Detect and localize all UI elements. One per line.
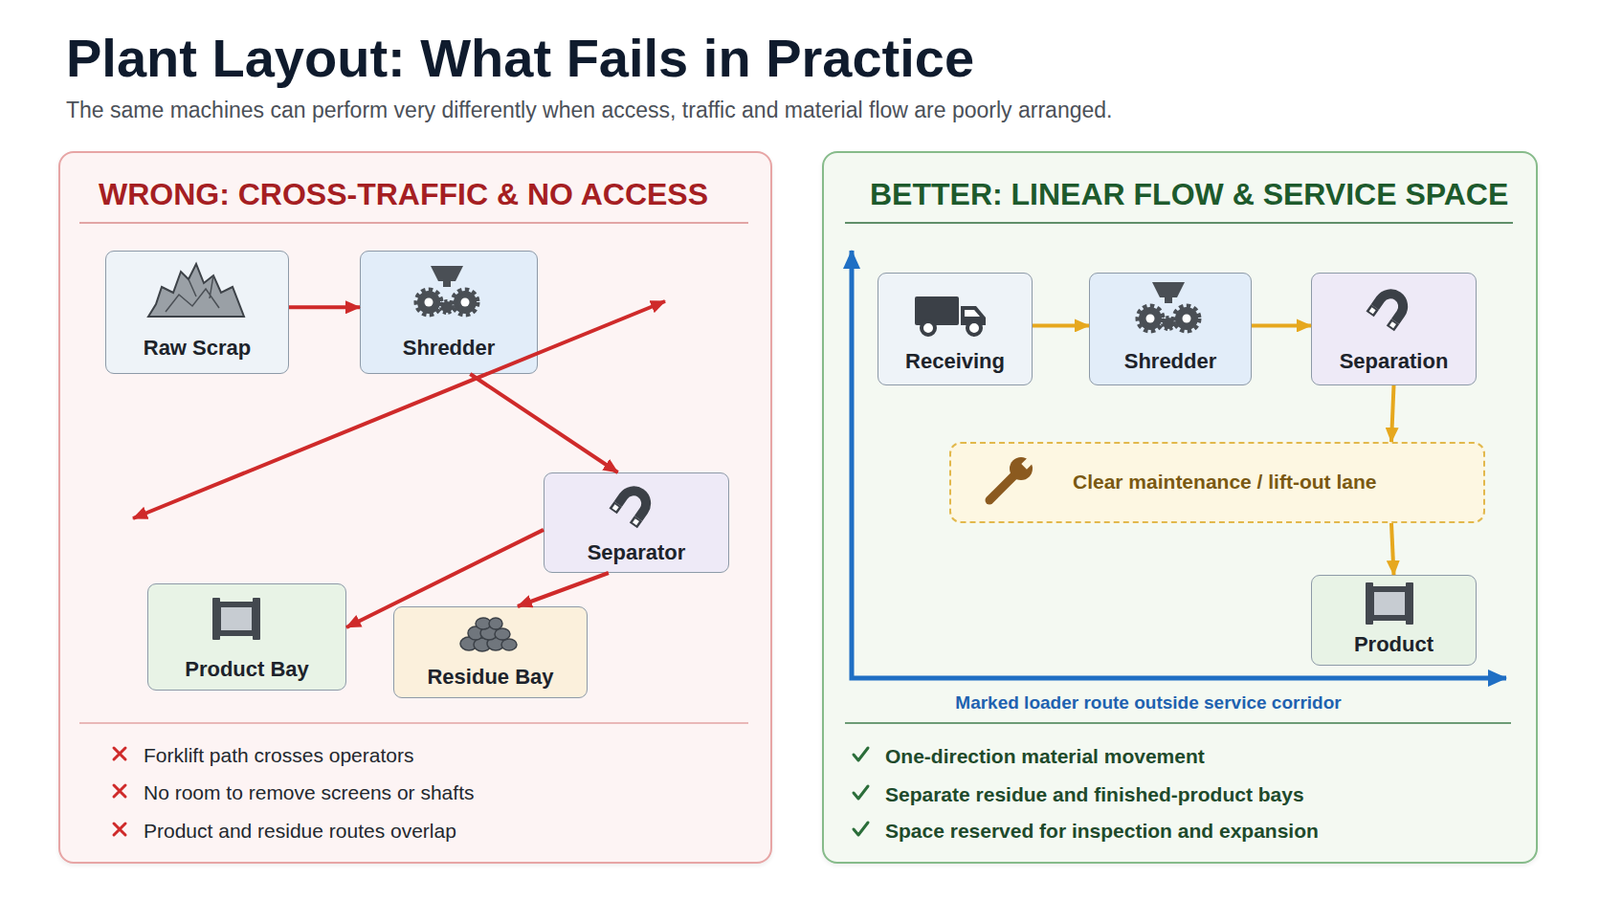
panel-heading: WRONG: CROSS-TRAFFIC & NO ACCESS <box>98 177 767 213</box>
process-box: Product <box>1311 575 1477 667</box>
panel-heading: BETTER: LINEAR FLOW & SERVICE SPACE <box>869 177 1533 213</box>
node-label: Shredder <box>402 335 496 360</box>
bay-box: Product Bay <box>147 583 347 691</box>
node-label: Separation <box>1339 349 1449 374</box>
wrong-panel: WRONG: CROSS-TRAFFIC & NO ACCESS Forklift… <box>58 151 773 865</box>
bay-box: Residue Bay <box>393 606 588 699</box>
bullet-text: Separate residue and finished-product ba… <box>885 783 1533 807</box>
route-label: Marked loader route outside service corr… <box>909 692 1388 714</box>
bullet-text: One-direction material movement <box>885 745 1533 769</box>
process-box: Receiving <box>877 272 1033 386</box>
node-label: Clear maintenance / lift-out lane <box>1072 470 1377 494</box>
service-lane: Clear maintenance / lift-out lane <box>949 442 1486 524</box>
better-panel: BETTER: LINEAR FLOW & SERVICE SPACE One-d… <box>822 151 1538 865</box>
node-label: Residue Bay <box>426 665 554 689</box>
bullet-text: No room to remove screens or shafts <box>143 781 767 805</box>
bullet-text: Space reserved for inspection and expans… <box>885 820 1533 844</box>
node-label: Product <box>1354 632 1434 657</box>
page-title: Plant Layout: What Fails in Practice <box>66 27 975 89</box>
subtitle: The same machines can perform very diffe… <box>66 97 1550 123</box>
process-box: Separation <box>1311 272 1477 386</box>
bullet-text: Product and residue routes overlap <box>143 820 767 844</box>
node-label: Separator <box>587 540 687 565</box>
node-label: Raw Scrap <box>143 335 252 360</box>
node-label: Product Bay <box>184 657 310 682</box>
process-box: Shredder <box>1088 272 1252 386</box>
node-label: Receiving <box>905 349 1005 374</box>
node-label: Shredder <box>1124 349 1218 374</box>
machine-box: Separator <box>543 472 730 574</box>
bullet-text: Forklift path crosses operators <box>143 744 767 768</box>
material-box: Raw Scrap <box>105 250 289 375</box>
machine-box: Shredder <box>359 250 538 375</box>
